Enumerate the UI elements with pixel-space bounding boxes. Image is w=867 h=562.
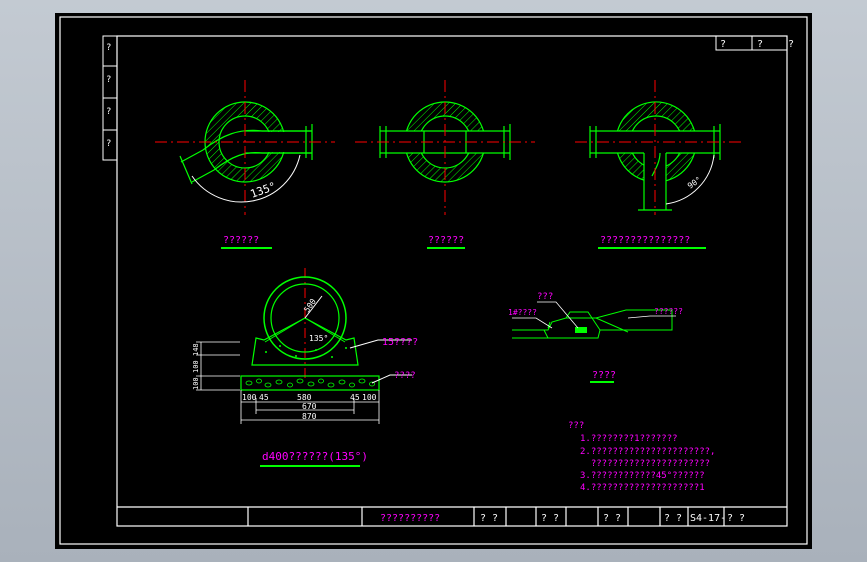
side-strip (102, 35, 118, 161)
joint-seal (575, 327, 587, 333)
cradle-base (251, 317, 359, 366)
cradle-dots (265, 345, 347, 358)
sheet-background (55, 13, 812, 549)
callout-text: ???? (394, 371, 416, 381)
dim-text: 100 (242, 393, 257, 402)
dim-text: 670 (302, 402, 317, 411)
side-strip-cell: ? (106, 75, 111, 85)
view-3: 90° ??????????????? (575, 80, 745, 249)
dim-text: 580 (297, 393, 312, 402)
view-2: ?????? (355, 80, 535, 249)
title-block-top (715, 35, 788, 51)
radius-dimension (304, 295, 323, 319)
dim-text: 45 (259, 393, 269, 402)
drawing-name: ?????????? (380, 513, 440, 524)
view-title: ?????? (223, 235, 259, 246)
title-cell: ? (720, 39, 726, 50)
notes-heading: ??? (568, 421, 584, 431)
title-cell: ? ? (541, 513, 559, 524)
dim-text: 45 (350, 393, 360, 402)
angle-lines (264, 317, 346, 343)
inner-border (116, 35, 788, 527)
callout-text: 15???? (382, 337, 418, 348)
vertical-dim-text: 100 (192, 360, 200, 373)
vertical-dimension-line (196, 341, 240, 391)
side-strip-cell: ? (106, 139, 111, 149)
title-cell: ? (757, 39, 763, 50)
detail-leader (512, 301, 676, 329)
title-cell: ? ? (603, 513, 621, 524)
callout-leader (349, 339, 412, 349)
title-cell: ? ? (727, 513, 745, 524)
pipe-inner (270, 283, 340, 353)
callout-leader (371, 374, 412, 384)
foundation-gravel (245, 378, 375, 388)
pipe-fill (262, 132, 310, 152)
detail-label: 1#???? (508, 308, 537, 317)
section-caption: d400??????(135°) (262, 450, 368, 463)
side-strip-cell: ? (106, 43, 111, 53)
title-cell: ? ? (664, 513, 682, 524)
outer-border (59, 16, 808, 545)
title-cell: ? ? (480, 513, 498, 524)
centerline (575, 80, 745, 215)
view-title: ?????? (428, 235, 464, 246)
note-line: 4.????????????????????1 (580, 483, 705, 493)
title-cell: ? (788, 39, 794, 50)
angled-pipe (179, 149, 215, 185)
foundation-slab (240, 375, 380, 391)
detail-view: ??? 1#???? ?????? ???? (508, 292, 683, 383)
detail-caption: ???? (592, 370, 616, 381)
note-line: 2.??????????????????????, (580, 447, 715, 457)
dim-text: 870 (302, 412, 317, 421)
side-strip-cell: ? (106, 107, 111, 117)
notes: ??? 1.????????1??????? 2.???????????????… (568, 421, 715, 493)
title-block-bottom (117, 506, 787, 526)
angle-arc (191, 154, 301, 203)
horizontal-dimension-lines (240, 390, 380, 424)
note-line: 3.????????????45°?????? (580, 471, 705, 481)
detail-outline (512, 309, 673, 339)
pipe-fill (644, 152, 666, 210)
centerline (355, 80, 535, 215)
drawing-number: S4-17- (690, 513, 726, 524)
detail-label: ?????? (654, 307, 683, 316)
pipe-outer (263, 276, 347, 360)
dim-text: 100 (362, 393, 377, 402)
detail-label: ??? (537, 292, 553, 302)
view-title: ??????????????? (600, 235, 690, 246)
section-view: 500 135° 15???? ???? 100 100 148 100 45 … (192, 268, 418, 467)
angle-arc (665, 154, 715, 205)
note-line: ?????????????????????? (580, 459, 710, 469)
vertical-dim-text: 100 (192, 377, 200, 390)
inlet-pipe-straight (262, 130, 312, 154)
note-line: 1.????????1??????? (580, 434, 678, 444)
centerline (155, 80, 335, 215)
view-1: 135° ?????? (155, 80, 335, 249)
curved-channel (202, 129, 263, 171)
section-angle-label: 135° (309, 334, 328, 343)
vertical-dim-text: 148 (192, 343, 200, 356)
